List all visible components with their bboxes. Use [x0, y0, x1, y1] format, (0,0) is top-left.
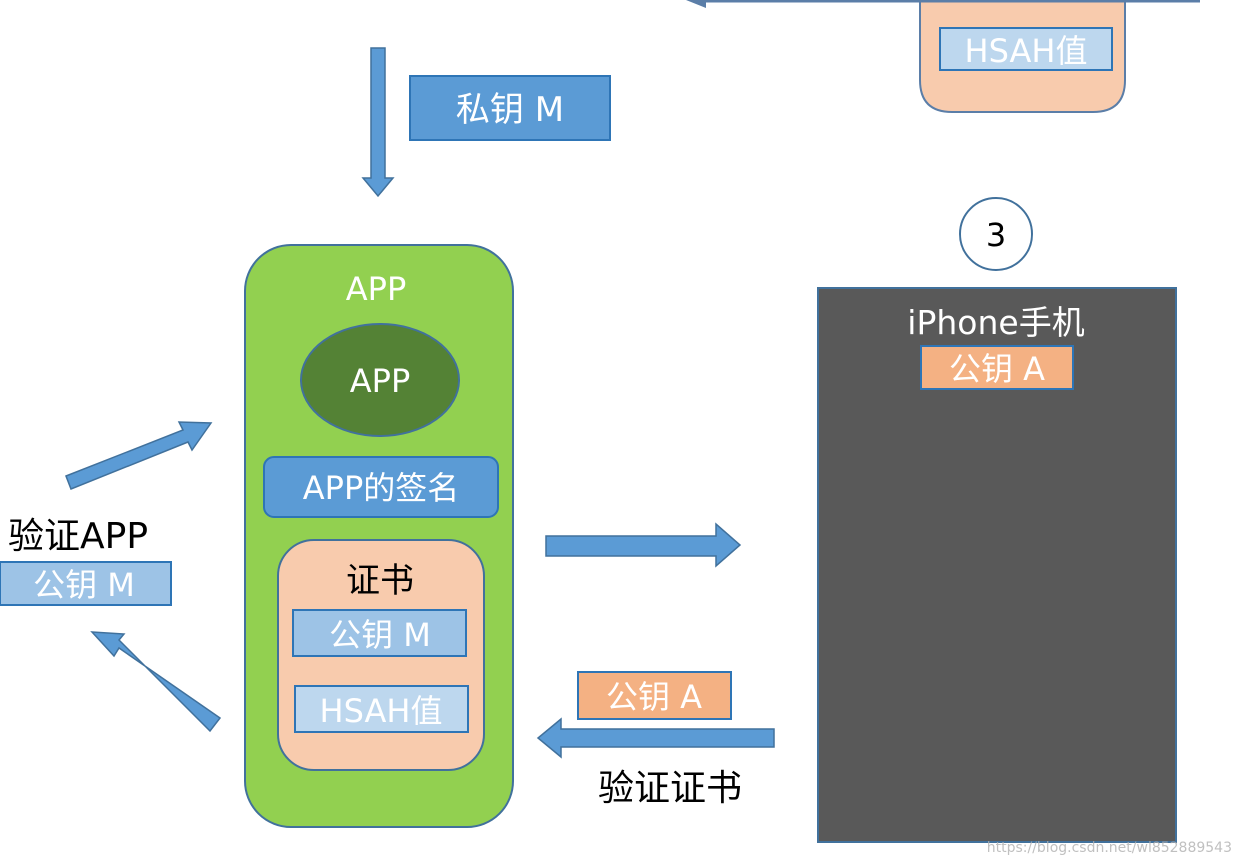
verify-app-label: 验证APP [8, 516, 148, 557]
down-arrow [361, 47, 395, 198]
app-title: APP [346, 270, 406, 308]
certificate-hash-label: HSAH值 [320, 692, 443, 730]
left-public-key-label: 公钥 M [33, 566, 135, 604]
left-up-arrow [65, 421, 213, 490]
step-marker-label: 3 [986, 216, 1006, 254]
left-return-arrow [90, 631, 222, 733]
step-marker-circle [959, 197, 1033, 271]
iphone-public-key-rect [920, 345, 1074, 390]
app-ellipse [300, 323, 460, 437]
app-signature-label: APP的签名 [303, 469, 460, 507]
private-key-label: 私钥 M [456, 90, 564, 130]
certificate-public-key-rect [292, 609, 467, 657]
watermark: https://blog.csdn.net/wl852889543 [987, 840, 1232, 856]
top-arrow-head [686, 0, 706, 8]
verify-cert-label: 验证证书 [598, 768, 742, 809]
iphone-title: iPhone手机 [907, 303, 1084, 342]
app-ellipse-label: APP [350, 362, 410, 400]
private-key-box [409, 75, 611, 141]
certificate-title: 证书 [346, 561, 414, 601]
bottom-public-key-label: 公钥 A [606, 678, 702, 716]
left-arrow [536, 717, 775, 759]
bottom-public-key-rect [577, 671, 732, 720]
left-public-key-rect [0, 561, 172, 606]
certificate-hash-rect [294, 685, 469, 733]
iphone-public-key-label: 公钥 A [949, 350, 1045, 388]
certificate-public-key-label: 公钥 M [329, 616, 431, 654]
top-hash-label: HSAH值 [965, 32, 1088, 70]
top-hash-rect [939, 27, 1113, 71]
right-arrow [545, 522, 742, 568]
top-hash-group: HSAH值 [686, 0, 1200, 113]
app-signature-box [263, 456, 499, 518]
